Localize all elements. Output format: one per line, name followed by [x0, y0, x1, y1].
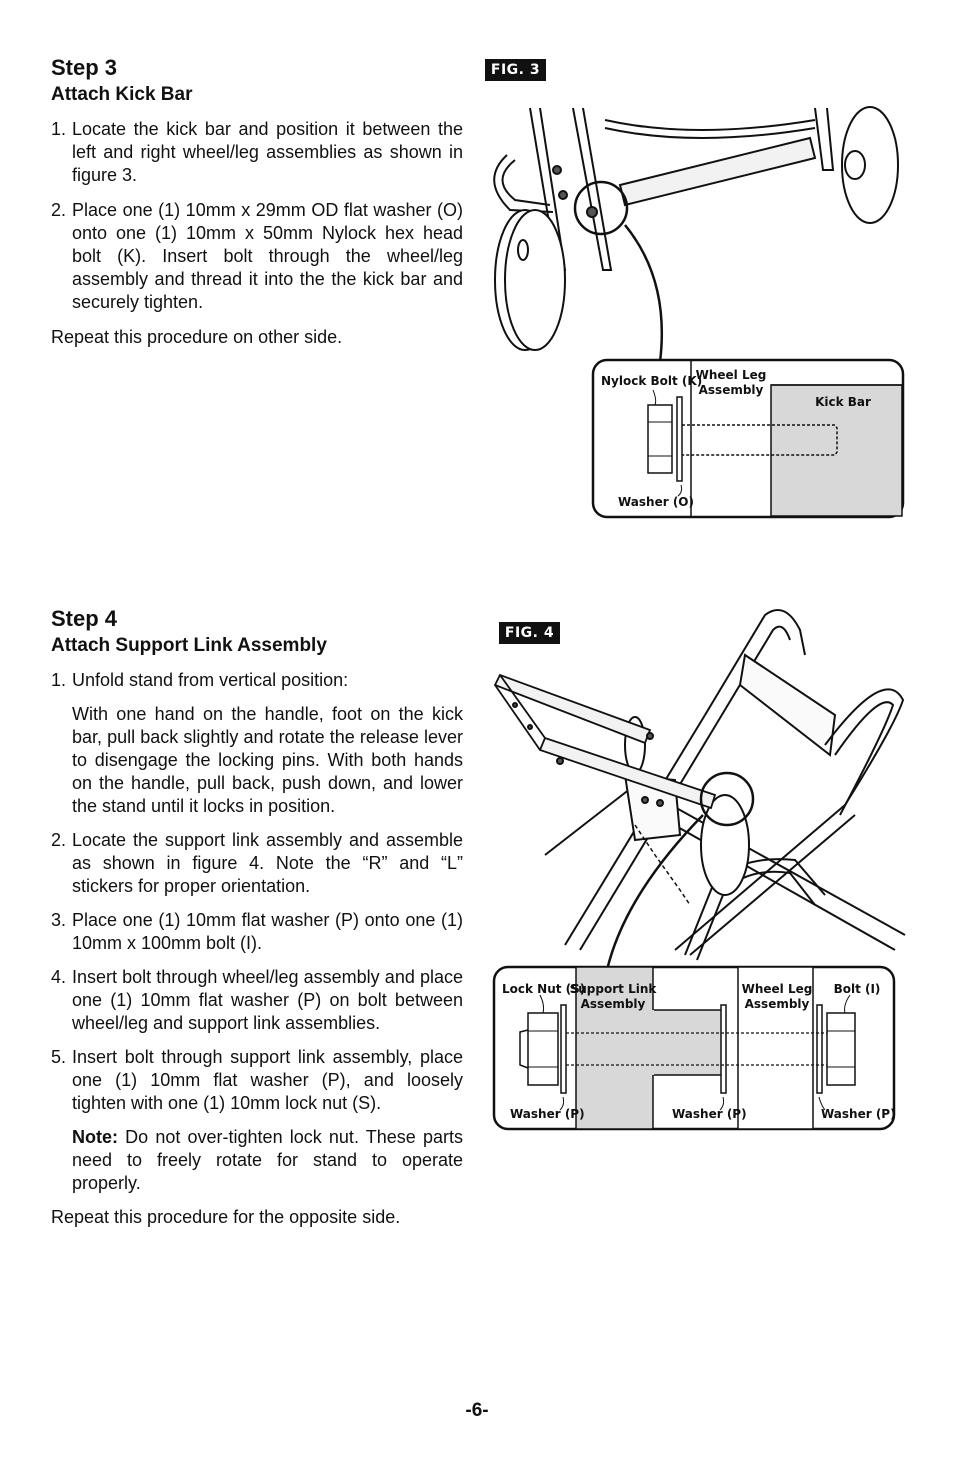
item-number: 1.	[51, 119, 67, 139]
step4-section: Step 4 Attach Support Link Assembly 1. U…	[51, 607, 463, 1229]
support-link-callout-1: Support Link	[570, 982, 658, 996]
item-text: Locate the support link assembly and ass…	[72, 830, 463, 896]
wheel-right	[841, 106, 899, 224]
support-link-upper	[493, 673, 652, 745]
note-text: Do not over-tighten lock nut. These part…	[72, 1127, 463, 1193]
step4-note: Note: Do not over-tighten lock nut. Thes…	[51, 1126, 463, 1195]
step4-repeat-note: Repeat this procedure for the opposite s…	[51, 1207, 401, 1227]
bolt-i-callout: Bolt (I)	[834, 982, 881, 996]
step3-section: Step 3 Attach Kick Bar 1. Locate the kic…	[51, 56, 463, 349]
step4-item-2: 2. Locate the support link assembly and …	[51, 829, 463, 898]
fig3-illustration: Nylock Bolt (K) Wheel Leg Assembly Kick …	[493, 106, 905, 519]
item-text: Locate the kick bar and position it betw…	[72, 119, 463, 185]
washer-left-callout: Washer (P)	[510, 1107, 585, 1121]
item-text: Insert bolt through wheel/leg assembly a…	[72, 967, 463, 1033]
item-text: Insert bolt through support link assembl…	[72, 1047, 463, 1113]
frame-leg-right	[572, 107, 613, 271]
step4-item-1-detail: With one hand on the handle, foot on the…	[72, 704, 463, 816]
item-number: 4.	[51, 967, 67, 987]
step4-item-1: 1. Unfold stand from vertical position:	[51, 669, 463, 692]
item-text: Unfold stand from vertical position:	[72, 670, 349, 690]
step4-item-4: 4. Insert bolt through wheel/leg assembl…	[51, 966, 463, 1035]
fig3-label: FIG. 3	[485, 59, 546, 81]
washer-o-callout: Washer (O)	[618, 495, 694, 509]
kick-bar-callout: Kick Bar	[815, 395, 871, 409]
detail-leader	[624, 224, 664, 363]
note-label: Note:	[72, 1127, 118, 1147]
step3-item-1: 1. Locate the kick bar and position it b…	[51, 118, 463, 187]
item-number: 2.	[51, 200, 67, 220]
frame-upper	[704, 609, 806, 716]
page-number: -6-	[465, 1400, 489, 1421]
step4-item-3: 3. Place one (1) 10mm flat washer (P) on…	[51, 909, 463, 955]
wheel-leg-callout-1: Wheel Leg	[696, 368, 767, 382]
support-link-lower	[538, 736, 717, 810]
wheel-leg-callout-1: Wheel Leg	[742, 982, 813, 996]
wheel-leg-callout-2: Assembly	[699, 383, 764, 397]
step3-title: Step 3	[51, 55, 118, 80]
step4-title: Step 4	[51, 606, 118, 631]
washer-right-callout: Washer (P)	[821, 1107, 896, 1121]
washer-mid-callout: Washer (P)	[672, 1107, 747, 1121]
frame-curve	[501, 159, 551, 206]
item-number: 5.	[51, 1047, 67, 1067]
fig4-label: FIG. 4	[499, 622, 560, 644]
fig3-detail-box	[591, 358, 905, 519]
support-link-callout-2: Assembly	[581, 997, 646, 1011]
item-number: 3.	[51, 910, 67, 930]
step3-repeat-note: Repeat this procedure on other side.	[51, 327, 343, 347]
detail-circle	[699, 771, 755, 827]
lock-nut-callout: Lock Nut (S)	[502, 982, 585, 996]
fig4-detail-box	[492, 965, 896, 1131]
item-text: Place one (1) 10mm x 29mm OD flat washer…	[72, 200, 463, 312]
item-text: Place one (1) 10mm flat washer (P) onto …	[72, 910, 463, 953]
item-number: 2.	[51, 830, 67, 850]
step4-subtitle: Attach Support Link Assembly	[51, 635, 327, 656]
nylock-bolt-callout: Nylock Bolt (K)	[601, 374, 702, 388]
detail-circle	[573, 180, 629, 236]
step4-item-5: 5. Insert bolt through support link asse…	[51, 1046, 463, 1115]
top-panel	[738, 653, 837, 757]
fig4-illustration: Lock Nut (S) Support Link Assembly Wheel…	[492, 609, 906, 1131]
wheel-leg-callout-2: Assembly	[745, 997, 810, 1011]
detail-leader	[605, 814, 704, 971]
kick-bar-shape	[618, 136, 817, 207]
step3-item-2: 2. Place one (1) 10mm x 29mm OD flat was…	[51, 199, 463, 314]
step3-subtitle: Attach Kick Bar	[51, 84, 193, 105]
item-number: 1.	[51, 670, 67, 690]
